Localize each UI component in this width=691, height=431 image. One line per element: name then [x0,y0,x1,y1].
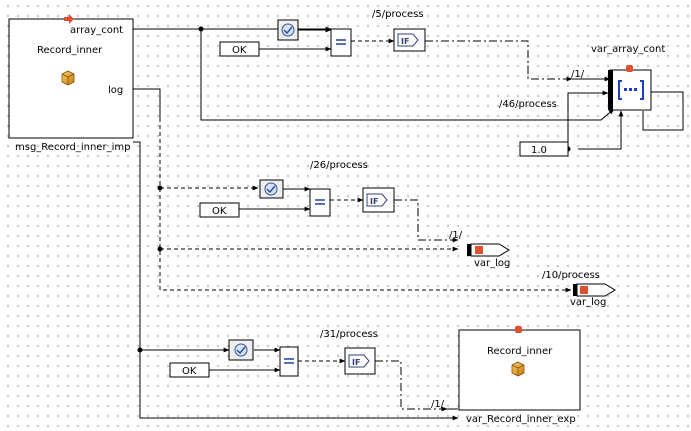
block-caption: var_Record_inner_exp [466,414,576,425]
wire [425,40,573,82]
junction-dots [137,26,571,353]
wire [133,88,161,118]
block-caption: var_array_cont [591,44,665,55]
junction-dot [157,185,163,191]
svg-text:IF: IF [401,37,409,46]
wire-network [133,26,684,421]
junction-dot [198,26,204,32]
log-variable-icon [580,286,588,294]
if-node-3[interactable]: IF [344,347,376,375]
block-bar [608,70,613,110]
wire [200,29,601,121]
if-node-2[interactable]: IF [362,187,395,213]
var-log-caption: var_log [474,258,510,269]
wire [578,110,624,150]
shield-arrow-icon [281,23,295,37]
getter-node-1[interactable] [277,19,299,41]
constant-ok-label: OK [212,206,227,217]
cube-icon [511,361,525,377]
constant-ok-label: OK [232,45,247,56]
equals-icon [336,39,346,45]
red-dot-icon [626,65,633,72]
wire [394,199,459,243]
constant-ok-label: OK [182,366,197,377]
port-label-log[interactable]: log [108,85,123,96]
getter-node-2[interactable] [259,179,284,199]
wire [567,90,609,149]
process-label: /26/process [310,160,368,171]
edge-label: /1/ [571,69,585,80]
junction-dot [157,246,163,252]
if-node-1[interactable]: IF [393,28,426,52]
red-dot-icon [515,326,522,333]
var-log-node-2[interactable]: var_log [570,283,616,308]
equals-icon [315,199,325,205]
var-array-cont-block[interactable]: var_array_cont [591,44,665,111]
constant-ok-1[interactable]: OK [219,41,260,57]
wire [133,141,230,353]
equals-icon [284,358,294,364]
cube-icon [61,70,75,86]
array-icon [618,80,644,100]
constant-ok-3[interactable]: OK [169,362,210,378]
junction-dot [137,347,143,353]
edge-label: /1/ [449,230,463,241]
wire [159,118,572,293]
red-arrow-icon [64,14,74,24]
if-icon [397,33,419,47]
wire [642,91,684,131]
svg-text:IF: IF [370,197,378,206]
var-record-inner-exp-block[interactable]: Record_inner var_Record_inner_exp [458,326,581,425]
compare-node-1[interactable] [330,28,352,57]
shield-arrow-icon [234,343,248,357]
edge-label: /1/ [431,399,445,410]
constant-one[interactable]: 1.0 [519,141,569,157]
compare-node-3[interactable] [279,346,299,377]
process-label: /10/process [542,270,600,281]
process-label: /31/process [320,329,378,340]
msg-record-inner-imp-block[interactable]: Record_inner array_cont log msg_Record_i… [8,14,134,153]
wire [139,350,459,421]
if-icon [348,354,370,368]
if-icon [366,193,388,207]
compare-node-2[interactable] [309,188,331,217]
constant-ok-2[interactable]: OK [199,202,240,218]
shield-arrow-icon [264,182,278,196]
process-label: /5/process [372,9,424,20]
var-log-caption: var_log [570,297,606,308]
port-label-array-cont[interactable]: array_cont [70,25,123,36]
process-label: /46/process [499,99,557,110]
wire [375,360,448,412]
block-caption: msg_Record_inner_imp [15,142,130,153]
constant-value: 1.0 [531,145,547,156]
svg-text:IF: IF [352,358,360,367]
var-log-node-1[interactable]: var_log [467,243,510,269]
getter-node-3[interactable] [228,339,254,361]
block-title: Record_inner [487,346,553,357]
block-title: Record_inner [37,45,103,56]
log-variable-icon [475,246,483,254]
